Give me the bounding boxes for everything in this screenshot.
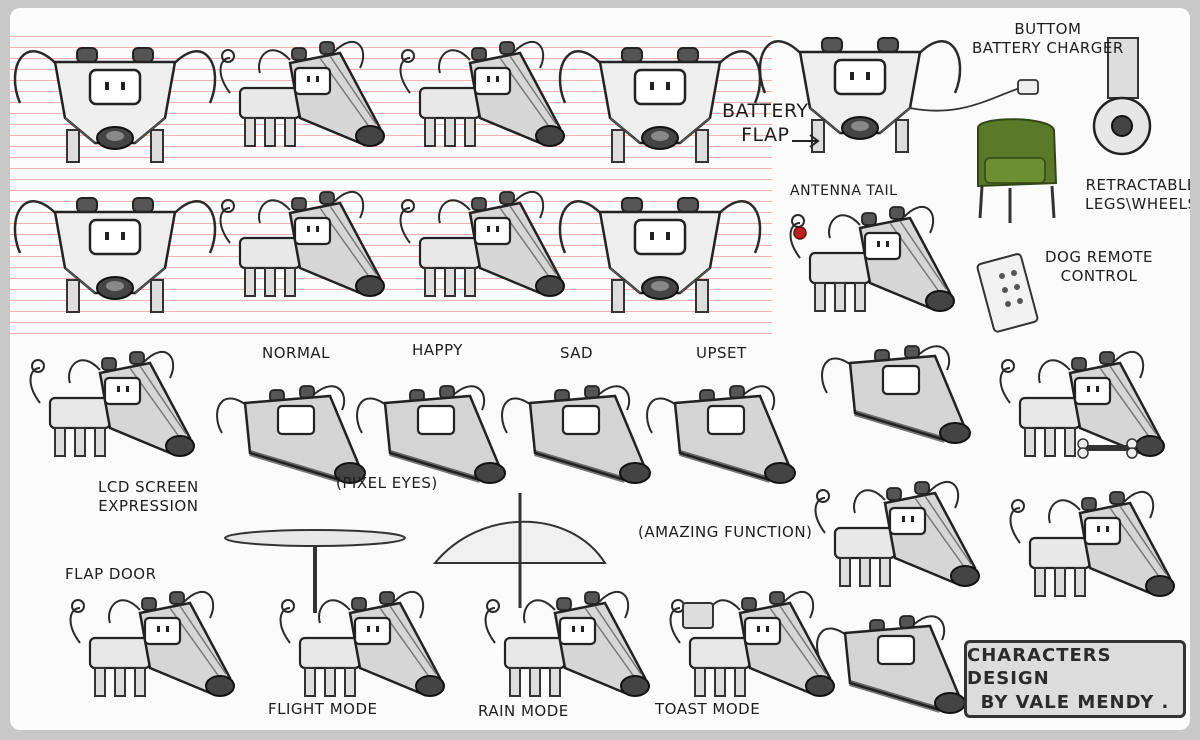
concept-sheet: BATTERY FLAP BUTTOM BATTERY CHARGER ANTE… (10, 8, 1190, 730)
label-sad: SAD (560, 344, 594, 362)
label-amazing-function: (AMAZING FUNCTION) (638, 523, 813, 541)
label-upset: UPSET (696, 344, 747, 362)
label-toast-mode: TOAST MODE (655, 700, 761, 718)
label-rain-mode: RAIN MODE (478, 702, 569, 720)
label-lcd-screen: LCD SCREEN EXPRESSION (98, 478, 199, 515)
signature-plaque: CHARACTERS DESIGN BY VALE MENDY . (964, 640, 1186, 718)
label-buttom-battery-charger: BUTTOM BATTERY CHARGER (972, 20, 1124, 57)
label-battery-flap: BATTERY FLAP (722, 100, 809, 146)
label-normal: NORMAL (262, 344, 331, 362)
label-pixel-eyes: (PIXEL EYES) (336, 474, 438, 492)
label-happy: HAPPY (412, 341, 463, 359)
label-retractable: RETRACTABLE LEGS\WHEELS (1085, 176, 1190, 213)
label-flight-mode: FLIGHT MODE (268, 700, 378, 718)
signature-line-2: BY VALE MENDY . (980, 691, 1170, 713)
label-flap-door: FLAP DOOR (65, 565, 157, 583)
label-antenna-tail: ANTENNA TAIL (790, 183, 898, 199)
sketch-drawings (13, 36, 1176, 730)
label-dog-remote: DOG REMOTE CONTROL (1045, 248, 1154, 285)
signature-line-1: CHARACTERS DESIGN (967, 644, 1112, 690)
